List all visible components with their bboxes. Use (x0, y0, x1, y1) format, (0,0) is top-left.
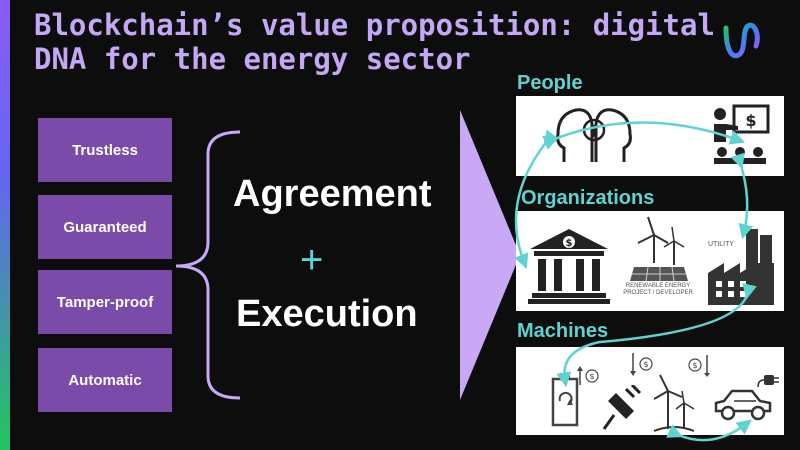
section-machines-label: Machines (517, 320, 609, 342)
exchange-dollar-icon: $ (577, 366, 599, 385)
property-guaranteed: Guaranteed (38, 195, 172, 259)
right-arrow-icon (460, 110, 520, 400)
bank-icon: $ (528, 229, 610, 304)
section-people-label: People (517, 72, 583, 94)
renewable-caption-line-2: PROJECT / DEVELOPER (623, 290, 693, 296)
svg-text:$: $ (589, 372, 594, 381)
property-trustless: Trustless (38, 118, 172, 182)
brand-logo-icon (723, 22, 760, 59)
renewable-caption: RENEWABLE ENERGY PROJECT / DEVELOPER (620, 283, 696, 297)
title-line-1: Blockchain’s value proposition: digital (34, 8, 715, 42)
page-title: Blockchain’s value proposition: digital … (34, 8, 715, 76)
svg-text:$: $ (692, 361, 697, 370)
wind-turbines-icon (653, 374, 695, 432)
renewable-caption-line-1: RENEWABLE ENERGY (625, 283, 691, 289)
plus-sign: + (300, 238, 324, 282)
property-tamper-proof: Tamper-proof (38, 270, 172, 334)
electric-car-icon (714, 389, 772, 421)
curly-brace (175, 130, 241, 400)
agreement-label: Agreement (233, 173, 432, 215)
title-line-2: DNA for the energy sector (34, 42, 471, 76)
svg-text:$: $ (745, 111, 756, 130)
svg-text:$: $ (566, 238, 573, 249)
utility-caption: UTILITY (708, 241, 735, 248)
property-automatic: Automatic (38, 348, 172, 412)
execution-label: Execution (236, 293, 418, 335)
machines-panel: $ $ $ (516, 347, 784, 435)
two-heads-dollar-icon: $ (556, 108, 632, 162)
exchange-dollar-icon-3: $ (688, 355, 710, 377)
charging-plug-icon (757, 375, 779, 388)
section-organizations-label: Organizations (521, 187, 655, 209)
organizations-panel: $ RENEWABLE ENERGY PROJECT / DEVELOPER U… (516, 211, 784, 311)
presenter-dollar-icon: $ (714, 104, 770, 164)
svg-text:$: $ (643, 360, 648, 369)
factory-utility-icon (708, 229, 774, 305)
wind-solar-icon (630, 216, 688, 282)
electric-plug-icon (602, 385, 642, 430)
people-panel: $ $ (516, 96, 784, 176)
svg-text:$: $ (589, 124, 598, 139)
left-gradient-bar (0, 0, 10, 450)
